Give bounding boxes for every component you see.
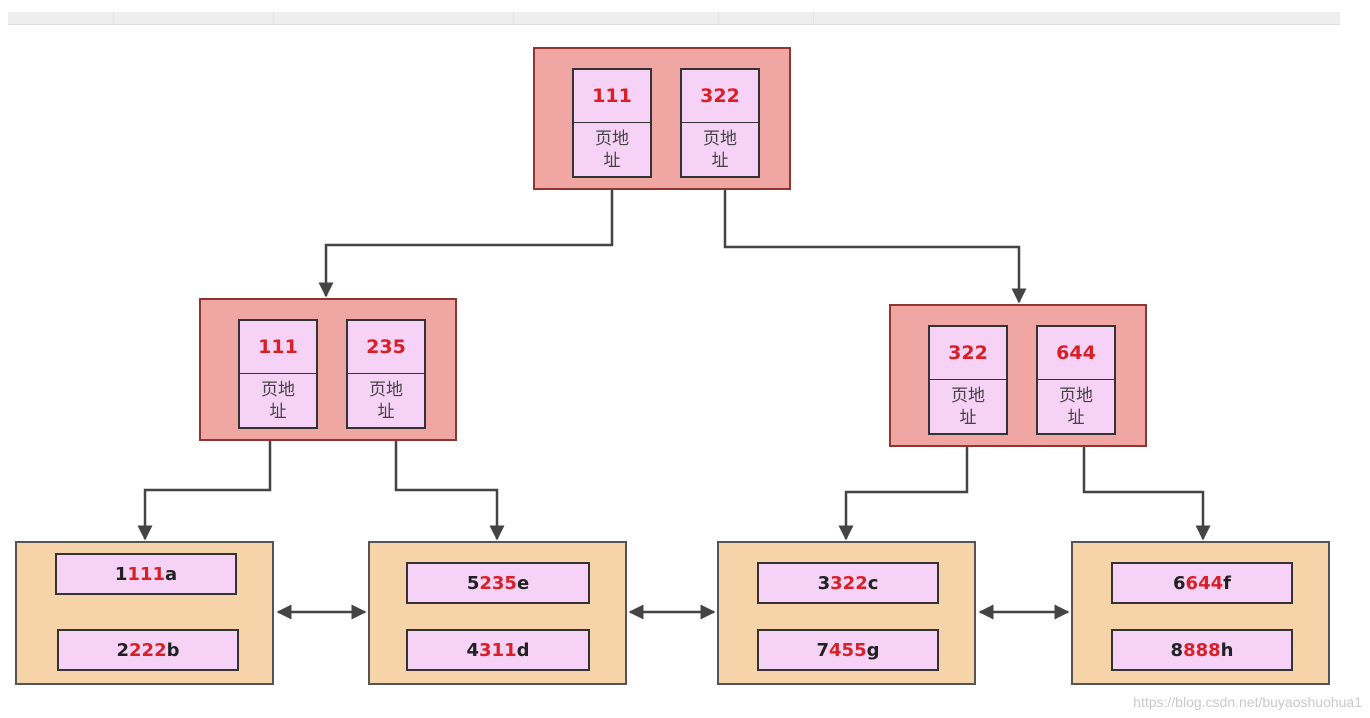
key-value: 111 <box>240 321 316 374</box>
key-value: 235 <box>348 321 424 374</box>
arrow-left-to-leaf1 <box>137 441 272 541</box>
page-address-label: 页地址 <box>1059 385 1093 428</box>
arrow-left-to-leaf2 <box>394 441 505 541</box>
top-toolbar-strip <box>8 12 1340 25</box>
key-value: 111 <box>574 70 650 123</box>
root-node: 111 页地址 322 页地址 <box>533 47 791 190</box>
arrow-root-left <box>318 190 614 298</box>
arrow-root-right <box>723 190 1027 304</box>
page-address-label: 页地址 <box>261 379 295 422</box>
internal-right-key-0: 322 页地址 <box>928 325 1008 435</box>
page-address-label: 页地址 <box>595 128 629 171</box>
internal-left-key-1: 235 页地址 <box>346 319 426 429</box>
key-value: 322 <box>682 70 758 123</box>
internal-node-left: 111 页地址 235 页地址 <box>199 298 457 441</box>
page-address-label: 页地址 <box>703 128 737 171</box>
root-key-1: 322 页地址 <box>680 68 760 178</box>
page-address-label: 页地址 <box>369 379 403 422</box>
internal-left-key-0: 111 页地址 <box>238 319 318 429</box>
watermark: https://blog.csdn.net/buyaoshuohua1 <box>1133 694 1362 710</box>
arrow-right-to-leaf3 <box>838 447 969 541</box>
key-value: 644 <box>1038 327 1114 380</box>
internal-node-right: 322 页地址 644 页地址 <box>889 304 1147 447</box>
internal-right-key-1: 644 页地址 <box>1036 325 1116 435</box>
key-value: 322 <box>930 327 1006 380</box>
page-address-label: 页地址 <box>951 385 985 428</box>
arrow-right-to-leaf4 <box>1082 447 1211 541</box>
root-key-0: 111 页地址 <box>572 68 652 178</box>
